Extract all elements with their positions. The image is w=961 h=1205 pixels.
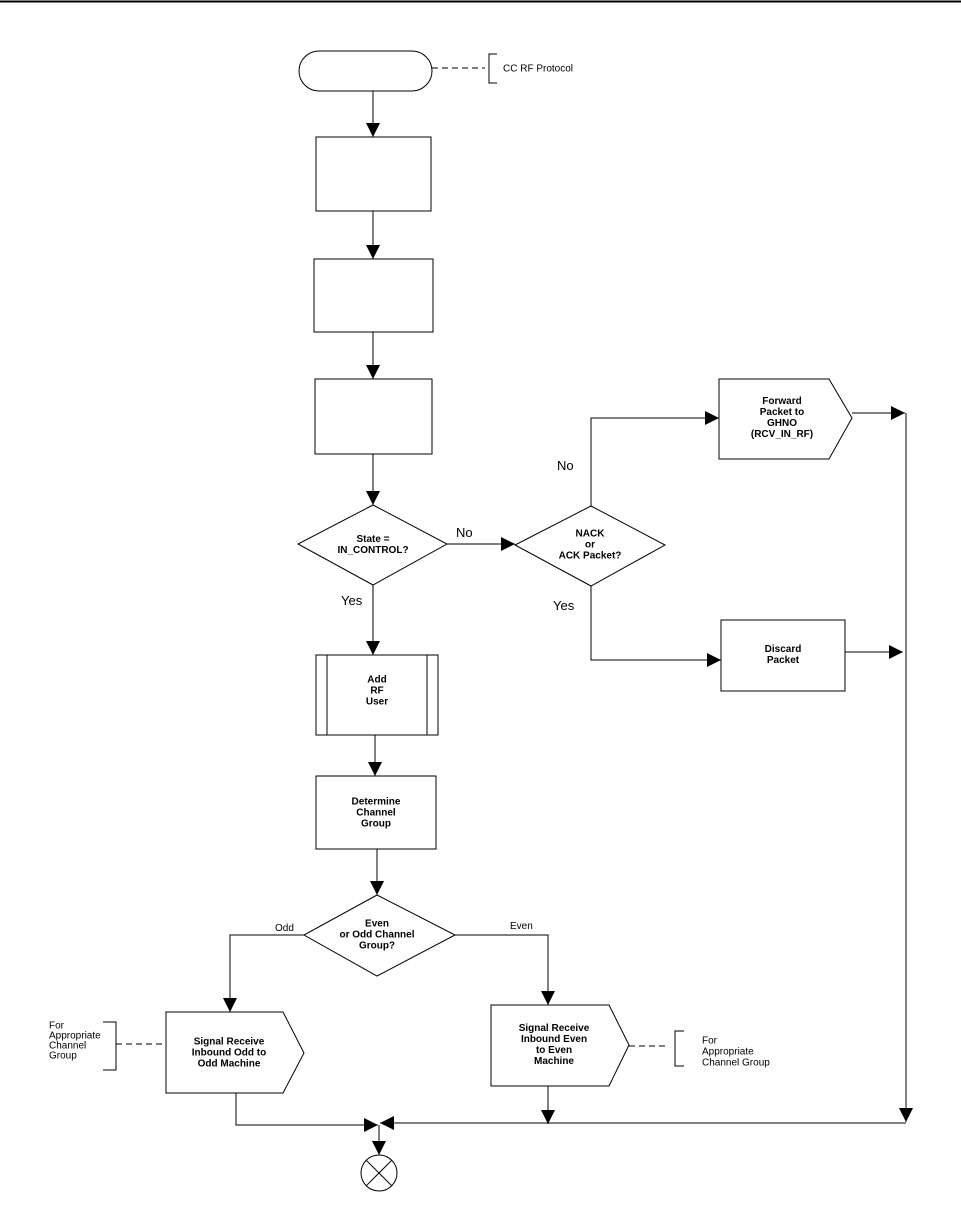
text-line: Determine xyxy=(352,797,401,808)
text-line: For xyxy=(702,1036,718,1047)
forward-packet-offpage xyxy=(718,378,853,460)
text-line: Channel Group xyxy=(702,1058,770,1069)
text-line: Appropriate xyxy=(702,1047,754,1058)
text-line: Odd Machine xyxy=(198,1059,261,1070)
start-terminal xyxy=(298,50,433,92)
arrow-odd-to-merge xyxy=(235,1093,378,1132)
ack-yes-label: Yes xyxy=(553,598,575,613)
text-line: IN_CONTROL? xyxy=(337,545,408,556)
determine-control-state-box xyxy=(314,378,433,455)
text-line: Inbound Odd to xyxy=(192,1048,266,1059)
state-decision-text: State =IN_CONTROL? xyxy=(337,534,408,556)
text-line: RF xyxy=(370,686,383,697)
protocol-annotation-bracket xyxy=(488,53,497,84)
protocol-annotation-text: CC RF Protocol xyxy=(503,64,573,75)
text-line: Forward xyxy=(762,396,801,407)
group-odd-label: Odd xyxy=(275,923,294,934)
text-line: Group xyxy=(361,819,391,830)
text-line: Group xyxy=(49,1051,77,1062)
even-annotation-bracket xyxy=(674,1030,684,1067)
text-line: For xyxy=(49,1021,65,1032)
text-line: (RCV_IN_RF) xyxy=(751,429,813,440)
text-line: ACK Packet? xyxy=(559,551,622,562)
text-line: Packet xyxy=(767,655,800,666)
text-line: Group? xyxy=(359,941,395,952)
text-line: User xyxy=(366,697,388,708)
group-even-label: Even xyxy=(510,921,533,932)
determine-destination-box xyxy=(313,258,434,333)
text-line: Discard xyxy=(765,644,802,655)
text-line: or Odd Channel xyxy=(340,930,415,941)
discard-packet-box xyxy=(720,619,846,692)
odd-annotation-bracket xyxy=(103,1021,117,1071)
text-line: GHNO xyxy=(767,418,797,429)
text-line: Signal Receive xyxy=(194,1037,265,1048)
text-line: Add xyxy=(367,675,386,686)
arrow-ack-no xyxy=(590,411,719,506)
arrow-group-even xyxy=(455,934,555,1005)
state-yes-label: Yes xyxy=(341,593,363,608)
text-line: Inbound Even xyxy=(521,1034,587,1045)
determine-rf-user-box xyxy=(315,136,432,212)
determine-channel-group-box xyxy=(315,775,437,850)
add-rf-user-process xyxy=(315,654,439,736)
text-line: Appropriate xyxy=(49,1031,101,1042)
arrow-ack-yes xyxy=(590,586,721,667)
end-connector-cross-2 xyxy=(365,1159,393,1187)
text-line: Signal Receive xyxy=(519,1023,590,1034)
signal-even-offpage xyxy=(490,1004,630,1087)
text-line: Packet to xyxy=(760,407,804,418)
signal-odd-offpage xyxy=(165,1011,305,1094)
text-line: Channel xyxy=(356,808,396,819)
text-line: Channel xyxy=(49,1041,86,1052)
text-line: Machine xyxy=(534,1056,574,1067)
text-line: Even xyxy=(365,919,389,930)
ack-no-label: No xyxy=(557,458,574,473)
text-line: CC RF Protocol xyxy=(503,64,573,75)
text-line: to Even xyxy=(536,1045,572,1056)
arrow-group-odd xyxy=(223,934,304,1012)
state-no-label: No xyxy=(456,525,473,540)
text-line: or xyxy=(585,540,595,551)
text-line: NACK xyxy=(576,529,606,540)
text-line: State = xyxy=(356,534,389,545)
channel-group-decision-diamond xyxy=(302,894,457,977)
